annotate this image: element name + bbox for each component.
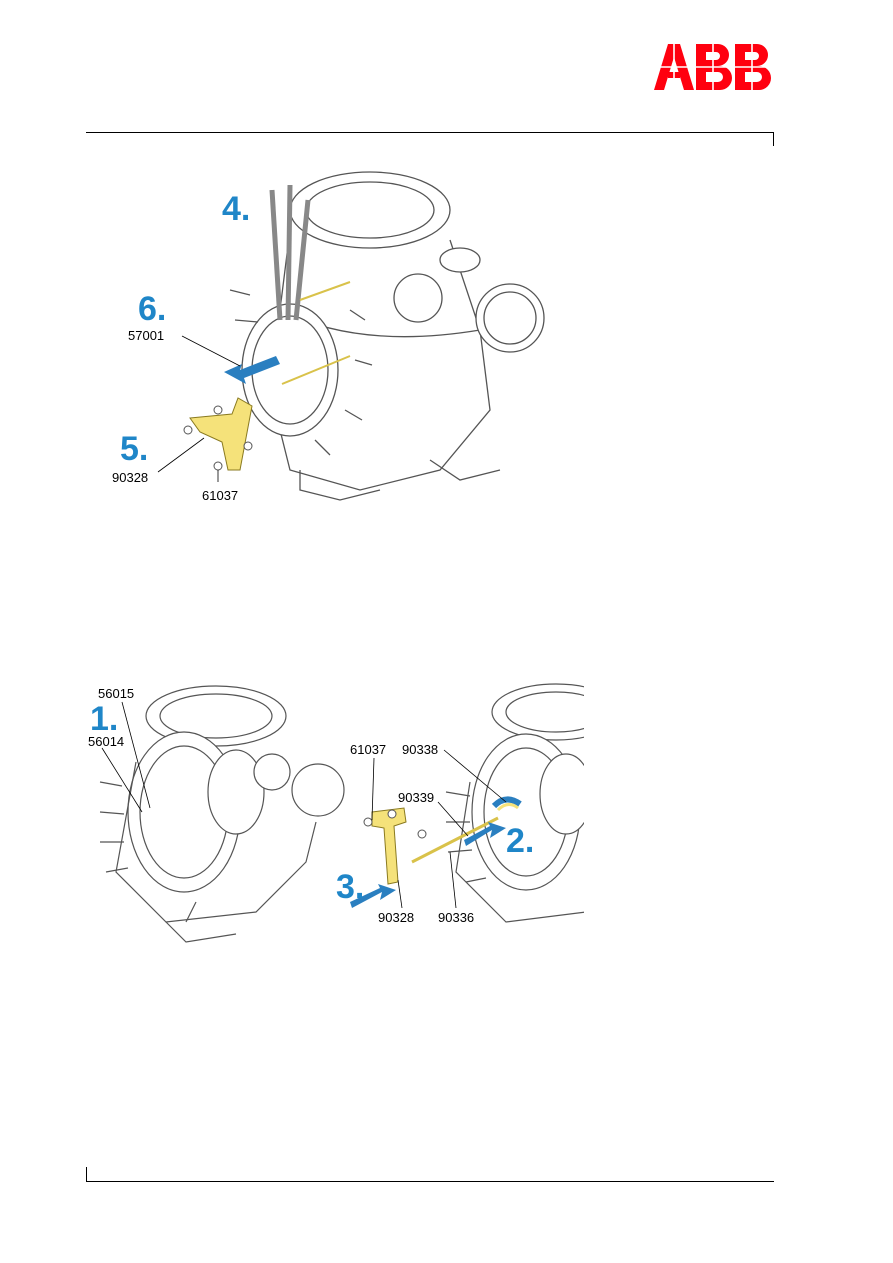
- footer-rule-tick: [86, 1167, 87, 1181]
- label-61037-b: 61037: [350, 742, 386, 757]
- arrow-step2: [464, 822, 506, 846]
- arrow-step3: [350, 884, 396, 908]
- footer-rule: [86, 1181, 774, 1182]
- step-3: 3.: [336, 868, 364, 906]
- label-90338: 90338: [402, 742, 438, 757]
- label-56014: 56014: [88, 734, 124, 749]
- label-57001: 57001: [128, 328, 164, 343]
- step-5: 5.: [120, 430, 148, 468]
- label-56015: 56015: [98, 686, 134, 701]
- plate-90328: [189, 397, 253, 471]
- step-1: 1.: [90, 700, 118, 738]
- figure-bottom: 1. 2. 3. 56015 56014 61037 90338 90339 9…: [88, 672, 586, 944]
- abb-logo: [654, 44, 774, 90]
- step-2: 2.: [506, 822, 534, 860]
- plate-90328-b: [371, 807, 407, 885]
- header-rule: [86, 132, 774, 133]
- label-61037: 61037: [202, 488, 238, 503]
- label-90328-b: 90328: [378, 910, 414, 925]
- label-90339: 90339: [398, 790, 434, 805]
- arrow-remove: [224, 356, 280, 384]
- step-6: 6.: [138, 290, 166, 328]
- step-4: 4.: [222, 190, 250, 228]
- label-90336: 90336: [438, 910, 474, 925]
- header-rule-tick: [773, 132, 774, 146]
- label-90328: 90328: [112, 470, 148, 485]
- figure-top: 4. 6. 5. 57001 90328 61037: [112, 171, 545, 503]
